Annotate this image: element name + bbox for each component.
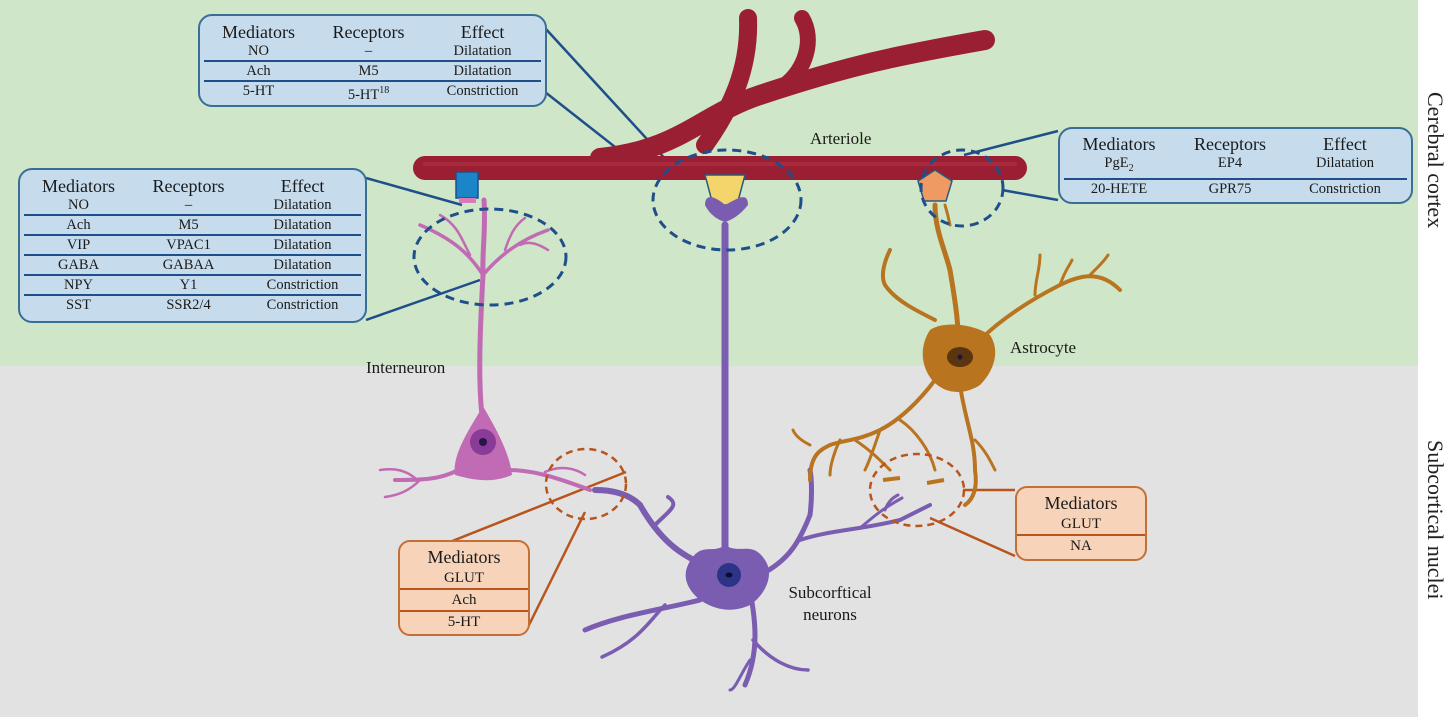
table-header: Mediators Receptors Effect	[1064, 134, 1407, 154]
cell-effect: Dilatation	[273, 257, 332, 273]
cell-effect: Constriction	[266, 277, 339, 293]
cell-mediator: 20-HETE	[1090, 180, 1148, 197]
table-right-astrocyte: Mediators Receptors Effect PgE2 EP4 Dila…	[1058, 127, 1413, 204]
mediator-row: NA	[1017, 534, 1145, 556]
receptor-superscript: 18	[379, 85, 390, 96]
subcortical-neurons-label: Subcorftical neurons	[770, 582, 890, 626]
cell-mediator: NO	[248, 43, 269, 59]
table-header: Mediators Receptors Effect	[24, 176, 361, 196]
mediator-row: 5-HT	[400, 610, 528, 632]
astrocyte-receptor-pentagon	[917, 169, 953, 202]
cell-receptor: 5-HT18	[313, 82, 424, 104]
table-row: NPY Y1 Constriction	[24, 274, 361, 294]
cell-receptor: Y1	[179, 277, 198, 293]
astrocyte-cell	[791, 202, 1122, 507]
cell-mediator: VIP	[66, 237, 91, 253]
header-effect: Effect	[280, 176, 325, 196]
table-row: Ach M5 Dilatation	[24, 214, 361, 234]
header-receptors: Receptors	[152, 176, 225, 196]
header-receptors: Receptors	[332, 22, 405, 42]
cell-mediator: NPY	[64, 277, 94, 293]
side-margin	[1418, 0, 1453, 717]
mediator-row: GLUT	[444, 570, 484, 586]
cell-receptor: VPAC1	[166, 237, 211, 253]
cell-mediator: SST	[66, 297, 92, 313]
cell-receptor: M5	[178, 217, 199, 233]
table-interneuron-synapse: Mediators GLUT Ach 5-HT	[398, 540, 530, 636]
astrocyte-nucleolus	[957, 354, 963, 360]
arteriole-label: Arteriole	[810, 129, 872, 148]
cell-receptor: GPR75	[1208, 180, 1252, 197]
header-mediators: Mediators	[1044, 493, 1118, 513]
cell-effect: Constriction	[266, 297, 339, 313]
table-left-interneuron: Mediators Receptors Effect NO – Dilatati…	[18, 168, 367, 323]
mediator-subscript: 2	[1128, 162, 1134, 174]
cell-mediator: NO	[68, 197, 89, 213]
header-receptors: Receptors	[1194, 134, 1266, 154]
subcortical-region	[0, 369, 1418, 717]
interneuron-nucleolus	[479, 438, 487, 446]
dashed-highlights-orange	[544, 447, 966, 528]
table-row: NO – Dilatation	[24, 196, 361, 214]
cell-receptor: GABAA	[162, 257, 215, 273]
interneuron-endfoot	[455, 171, 479, 199]
interneuron-label: Interneuron	[366, 358, 446, 377]
table-row: GABA GABAA Dilatation	[24, 254, 361, 274]
cell-effect: Dilatation	[273, 237, 332, 253]
subcortical-neuron-nucleolus	[725, 572, 733, 578]
table-top-arteriole-neuron: Mediators Receptors Effect NO – Dilatati…	[198, 14, 547, 107]
table-row: PgE2 EP4 Dilatation	[1064, 154, 1407, 178]
cell-mediator: 5-HT	[242, 83, 275, 99]
cell-mediator: GABA	[57, 257, 100, 273]
cell-effect: Dilatation	[1316, 155, 1374, 171]
cerebral-cortex-label: Cerebral cortex	[1423, 92, 1448, 229]
header-mediators: Mediators	[42, 176, 115, 196]
subcortical-neurons-label-line2: neurons	[803, 605, 857, 624]
cell-receptor: SSR2/4	[166, 297, 211, 313]
cell-mediator: Ach	[66, 217, 91, 233]
table-row: SST SSR2/4 Constriction	[24, 294, 361, 314]
table-row: VIP VPAC1 Dilatation	[24, 234, 361, 254]
astrocyte-label: Astrocyte	[1010, 338, 1077, 357]
cell-effect: Dilatation	[273, 197, 332, 213]
cell-effect: Dilatation	[273, 217, 332, 233]
cell-effect: Constriction	[1309, 180, 1381, 197]
receptor-text: 5-HT	[347, 86, 380, 103]
cell-mediator: Ach	[246, 63, 271, 79]
interneuron-terminal	[459, 198, 476, 203]
table-row: Ach M5 Dilatation	[204, 60, 541, 80]
cell-receptor: –	[184, 197, 193, 213]
subcortical-neuron-postsynaptic-cup	[705, 197, 748, 222]
subcortical-neuron-cell	[582, 221, 932, 692]
header-mediators: Mediators	[427, 547, 501, 567]
table-row: 20-HETE GPR75 Constriction	[1064, 177, 1407, 198]
table-row: NO – Dilatation	[204, 42, 541, 60]
cell-receptor: M5	[358, 63, 379, 79]
arteriole-vessel	[413, 9, 1027, 180]
interneuron-cell	[378, 197, 592, 499]
cell-receptor: –	[364, 43, 373, 59]
mediator-text: PgE	[1104, 155, 1129, 171]
astrocyte-synaptic-terminals	[882, 476, 945, 485]
mediator-row: GLUT	[1061, 516, 1101, 532]
cell-mediator: PgE2	[1064, 154, 1174, 178]
header-effect: Effect	[460, 22, 505, 42]
table-astrocyte-synapse: Mediators GLUT NA	[1015, 486, 1147, 561]
header-mediators: Mediators	[1082, 134, 1156, 154]
header-effect: Effect	[1323, 134, 1367, 154]
header-mediators: Mediators	[222, 22, 295, 42]
subcortical-nuclei-label: Subcortical nuclei	[1423, 440, 1448, 600]
dashed-highlights-blue	[412, 148, 1005, 307]
cell-effect: Dilatation	[453, 43, 512, 59]
cell-effect: Constriction	[446, 83, 519, 99]
cell-receptor: EP4	[1217, 155, 1243, 171]
table-row: 5-HT 5-HT18 Constriction	[204, 80, 541, 104]
cell-effect: Dilatation	[453, 63, 512, 79]
subcortical-neurons-label-line1: Subcorftical	[788, 583, 872, 602]
mediator-row: Ach	[400, 588, 528, 610]
table-header: Mediators Receptors Effect	[204, 22, 541, 42]
